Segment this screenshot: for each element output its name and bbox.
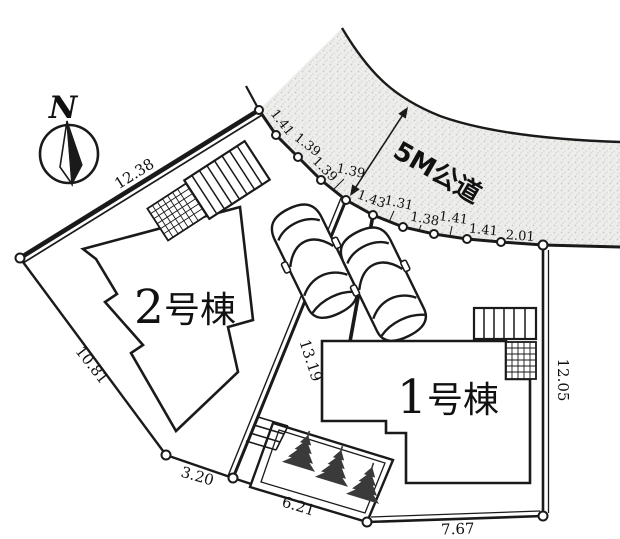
dim-west: 10.81 — [72, 342, 113, 387]
building-2-label: 2号棟 — [134, 280, 236, 335]
building-1-stairs — [472, 306, 538, 341]
building-2-porch — [146, 182, 208, 242]
road-area — [259, 27, 620, 247]
survey-points — [14, 105, 549, 528]
garden-steps — [245, 416, 289, 451]
car-icon — [339, 226, 428, 342]
building-2-outline — [80, 205, 255, 434]
chain-dim-6: 1.38 — [409, 210, 440, 230]
road-width-arrow — [350, 107, 408, 196]
north-label: N — [48, 90, 79, 126]
building-1-label: 1号棟 — [397, 370, 499, 425]
dim-south-right: 7.67 — [441, 519, 475, 538]
chain-dim-3: 1.39 — [335, 161, 366, 182]
chain-dim-8: 1.41 — [468, 222, 498, 240]
car-icon — [270, 203, 359, 319]
chain-dim-5: 1.31 — [383, 193, 414, 214]
planter-bed — [248, 421, 395, 524]
north-compass: N — [38, 90, 100, 187]
road-surface — [259, 28, 620, 247]
chain-dim-7: 1.41 — [438, 209, 469, 228]
dim-east: 12.05 — [554, 359, 572, 402]
road-outer-curve — [340, 27, 620, 144]
cars — [270, 203, 428, 342]
road-chain-dimensions: 1.41 1.39 1.39 1.39 1.43 1.31 1.38 1.41 … — [267, 107, 535, 245]
chain-dim-9: 2.01 — [505, 228, 535, 245]
dimension-leaders — [332, 178, 453, 237]
north-arrow-icon — [59, 120, 83, 187]
building-2: 2号棟 — [80, 139, 272, 434]
building-1-porch — [505, 341, 537, 380]
dim-south-left: 3.20 — [179, 463, 216, 490]
road-boundary-chain — [257, 109, 620, 249]
building-1: 1号棟 — [320, 306, 538, 485]
boundary-lines — [19, 109, 620, 524]
shrub-icon — [281, 430, 380, 504]
